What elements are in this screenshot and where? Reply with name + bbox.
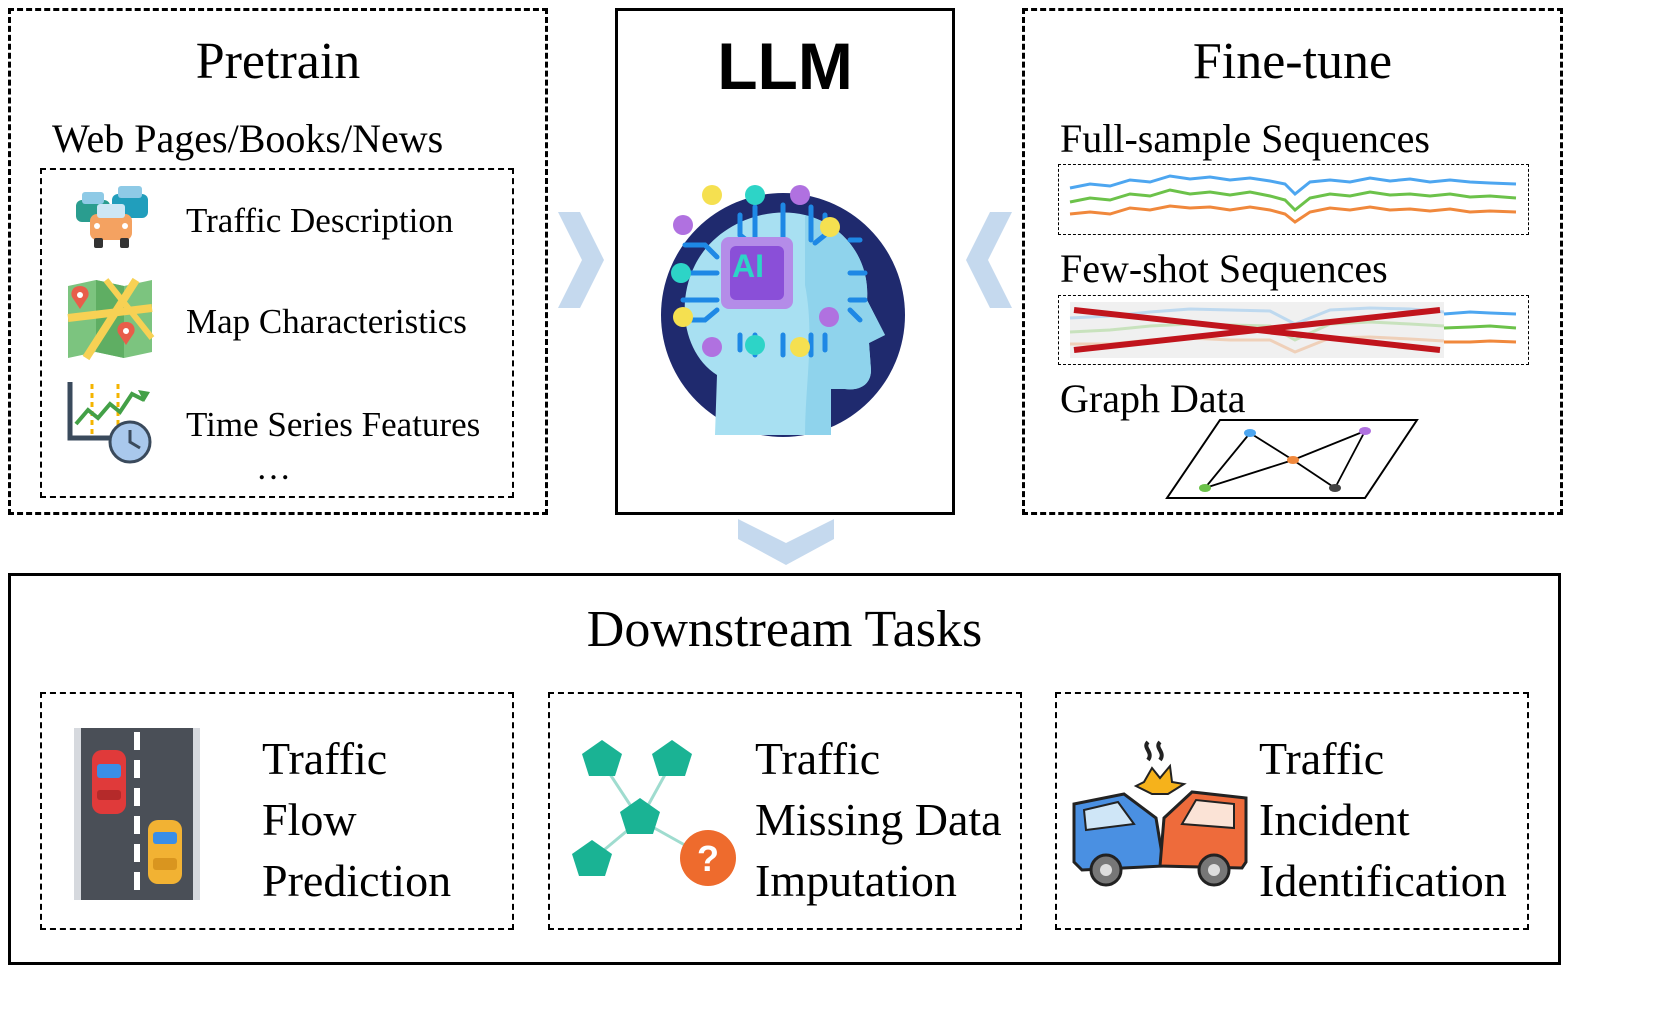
task-label-line: Traffic	[262, 733, 388, 784]
pretrain-items-box	[40, 168, 514, 498]
road-lanes-icon	[74, 728, 200, 900]
task-card	[40, 692, 514, 930]
downstream-title: Downstream Tasks	[586, 601, 983, 658]
task-label-line: Missing Data	[755, 794, 1002, 845]
pretrain-item-label: Map Characteristics	[186, 302, 467, 341]
task-label-line: Imputation	[755, 855, 957, 906]
graph-network-icon	[1165, 419, 1419, 499]
graph-question-icon: ?	[572, 740, 736, 886]
full-sequence-plot-icon	[1069, 174, 1517, 224]
svg-text:?: ?	[697, 838, 719, 879]
downstream-panel	[8, 573, 1561, 965]
task-label: Traffic Incident Identification	[1259, 728, 1507, 911]
ai-chip-label: AI	[732, 248, 764, 284]
time-series-clock-icon	[67, 382, 152, 464]
few-shot-box	[1058, 295, 1529, 365]
task-label-line: Identification	[1259, 855, 1507, 906]
car-crash-icon	[1072, 740, 1248, 887]
task-label-line: Traffic	[755, 733, 881, 784]
task-label-line: Traffic	[1259, 733, 1385, 784]
finetune-panel	[1022, 8, 1563, 515]
full-sequence-box	[1058, 164, 1529, 235]
arrow-down-icon	[738, 519, 834, 565]
pretrain-title: Pretrain	[195, 33, 361, 90]
map-icon	[67, 277, 155, 361]
llm-panel	[615, 8, 955, 515]
llm-title: LLM	[717, 29, 853, 103]
finetune-section-label: Graph Data	[1060, 376, 1246, 421]
finetune-title: Fine-tune	[1192, 33, 1393, 90]
arrow-right-icon	[558, 212, 604, 308]
pretrain-item-label: Traffic Description	[186, 201, 454, 240]
finetune-section-label: Few-shot Sequences	[1060, 246, 1388, 291]
pretrain-item-label: Time Series Features	[186, 405, 481, 444]
task-card	[1055, 692, 1529, 930]
finetune-section-label: Full-sample Sequences	[1060, 116, 1430, 161]
ai-head-icon	[661, 185, 905, 437]
task-label: Traffic Missing Data Imputation	[755, 728, 1002, 911]
pretrain-ellipsis: …	[256, 448, 291, 487]
pretrain-panel	[8, 8, 548, 515]
arrow-left-icon	[966, 212, 1012, 308]
task-label-line: Flow	[262, 794, 357, 845]
crossed-sequence-plot-icon	[1069, 302, 1517, 358]
task-label-line: Incident	[1259, 794, 1410, 845]
task-label: Traffic Flow Prediction	[262, 728, 451, 911]
pretrain-source-label: Web Pages/Books/News	[52, 116, 444, 161]
task-card	[548, 692, 1022, 930]
task-label-line: Prediction	[262, 855, 452, 906]
traffic-cars-icon	[76, 186, 148, 248]
